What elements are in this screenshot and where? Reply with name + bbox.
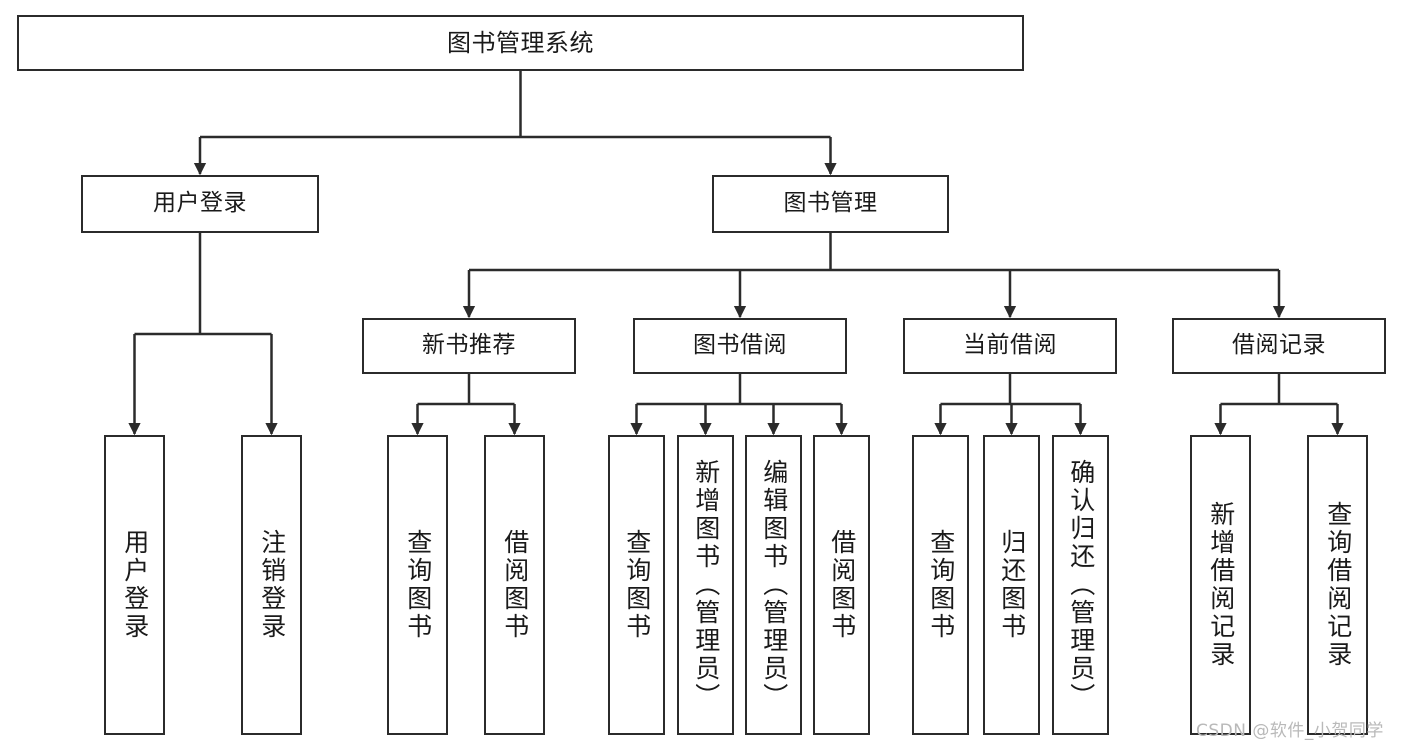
node-label: 图书借阅 — [693, 332, 787, 359]
node-label: 当前借阅 — [963, 332, 1057, 359]
node-leaf-add-record[interactable]: 新增借阅记录 — [1190, 435, 1251, 735]
node-leaf-edit-book[interactable]: 编辑图书（管理员） — [745, 435, 802, 735]
node-leaf-query-book-1[interactable]: 查询图书 — [387, 435, 448, 735]
node-leaf-borrow-book-1[interactable]: 借阅图书 — [484, 435, 545, 735]
node-borrow-record[interactable]: 借阅记录 — [1172, 318, 1386, 374]
node-label: 归还图书 — [997, 529, 1027, 641]
node-root[interactable]: 图书管理系统 — [17, 15, 1024, 71]
node-label: 借阅记录 — [1232, 332, 1326, 359]
node-label: 编辑图书（管理员） — [759, 459, 789, 711]
node-leaf-query-book-2[interactable]: 查询图书 — [608, 435, 665, 735]
node-label: 借阅图书 — [827, 529, 857, 641]
node-label: 借阅图书 — [500, 529, 530, 641]
node-leaf-borrow-book-2[interactable]: 借阅图书 — [813, 435, 870, 735]
node-label: 用户登录 — [153, 190, 247, 217]
watermark-text: CSDN @软件_小贺同学 — [1196, 721, 1384, 741]
node-label: 查询图书 — [926, 529, 956, 641]
node-leaf-confirm-return[interactable]: 确认归还（管理员） — [1052, 435, 1109, 735]
node-leaf-return-book[interactable]: 归还图书 — [983, 435, 1040, 735]
node-new-book-rec[interactable]: 新书推荐 — [362, 318, 576, 374]
node-leaf-user-login[interactable]: 用户登录 — [104, 435, 165, 735]
node-label: 新增图书（管理员） — [691, 459, 721, 711]
node-book-borrow[interactable]: 图书借阅 — [633, 318, 847, 374]
node-label: 注销登录 — [257, 529, 287, 641]
node-current-borrow[interactable]: 当前借阅 — [903, 318, 1117, 374]
node-book-manage[interactable]: 图书管理 — [712, 175, 949, 233]
node-label: 图书管理系统 — [447, 28, 594, 57]
node-label: 查询图书 — [622, 529, 652, 641]
node-leaf-query-book-3[interactable]: 查询图书 — [912, 435, 969, 735]
node-user-login[interactable]: 用户登录 — [81, 175, 319, 233]
node-label: 新增借阅记录 — [1206, 501, 1236, 669]
node-leaf-add-book[interactable]: 新增图书（管理员） — [677, 435, 734, 735]
node-leaf-logout[interactable]: 注销登录 — [241, 435, 302, 735]
node-label: 查询图书 — [403, 529, 433, 641]
node-label: 确认归还（管理员） — [1066, 459, 1096, 711]
node-label: 图书管理 — [783, 190, 878, 217]
node-leaf-query-record[interactable]: 查询借阅记录 — [1307, 435, 1368, 735]
node-label: 查询借阅记录 — [1323, 501, 1353, 669]
node-label: 用户登录 — [120, 529, 150, 641]
node-label: 新书推荐 — [422, 332, 516, 359]
